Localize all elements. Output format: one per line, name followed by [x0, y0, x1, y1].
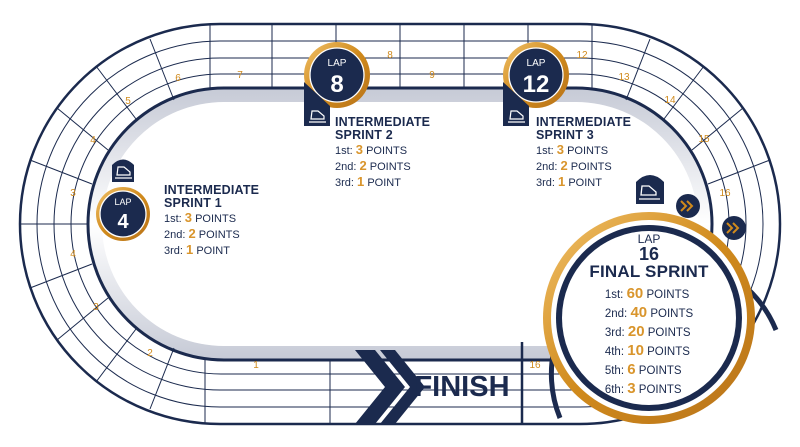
lane-number-left-3b: 3	[93, 302, 99, 313]
sprint-1-title-line2: SPRINT 1	[164, 195, 222, 210]
sprint-2-panel: INTERMEDIATE SPRINT 2 1st: 3 POINTS 2nd:…	[335, 116, 430, 189]
final-sprint-badge	[543, 175, 779, 424]
sprint-3-row-3rd: 3rd: 1 POINT	[536, 174, 602, 189]
lane-number-top-6: 6	[175, 73, 181, 84]
sprint-1-row-2nd: 2nd: 2 POINTS	[164, 226, 240, 241]
final-lap-word: LAP	[637, 232, 661, 246]
final-sprint-title: FINAL SPRINT	[589, 262, 709, 281]
lap-4-badge: LAP 4	[96, 159, 150, 241]
final-row-4th: 4th: 10 POINTS	[604, 341, 690, 359]
lap-8-badge: LAP 8	[304, 42, 370, 126]
lane-number-left-2: 2	[147, 348, 153, 359]
final-row-1st: 1st: 60 POINTS	[604, 284, 690, 302]
final-row-6th: 6th: 3 POINTS	[604, 379, 682, 397]
lap-8-number: 8	[330, 71, 343, 98]
lap-4-word: LAP	[114, 197, 131, 207]
lane-number-left-4a: 4	[90, 135, 96, 146]
lane-number-top-16: 16	[719, 188, 731, 199]
chevron-right-icon	[726, 222, 740, 234]
sprint-3-title-line1: INTERMEDIATE	[536, 115, 632, 129]
final-row-5th: 5th: 6 POINTS	[604, 360, 682, 378]
sprint-1-row-3rd: 3rd: 1 POINT	[164, 242, 230, 257]
left-curve-lines	[20, 38, 175, 410]
lane-number-left-4b: 4	[70, 249, 76, 260]
sprint-1-panel: INTERMEDIATE SPRINT 1 1st: 3 POINTS 2nd:…	[164, 184, 259, 257]
sprint-1-title-line1: INTERMEDIATE	[164, 183, 260, 197]
lane-number-top-5: 5	[125, 96, 131, 107]
lane-number-bottom-1: 1	[253, 360, 259, 371]
sprint-2-row-3rd: 3rd: 1 POINT	[335, 174, 401, 189]
sprint-2-row-2nd: 2nd: 2 POINTS	[335, 158, 411, 173]
skate-icon	[508, 110, 525, 123]
lane-number-top-13: 13	[618, 72, 630, 83]
lane-number-bottom-16: 16	[529, 360, 541, 371]
sprint-2-row-1st: 1st: 3 POINTS	[335, 142, 408, 157]
finish-chevrons	[355, 350, 425, 424]
final-sprint-panel: LAP 16 FINAL SPRINT 1st: 60 POINTS 2nd: …	[579, 233, 719, 399]
sprint-1-row-1st: 1st: 3 POINTS	[164, 210, 237, 225]
sprint-2-title-line2: SPRINT 2	[335, 127, 393, 142]
lane-number-top-8: 8	[387, 50, 393, 61]
sprint-3-panel: INTERMEDIATE SPRINT 3 1st: 3 POINTS 2nd:…	[536, 116, 631, 189]
skate-icon	[115, 166, 132, 179]
lap-12-word: LAP	[527, 58, 546, 69]
final-row-3rd: 3rd: 20 POINTS	[604, 322, 691, 340]
final-row-2nd: 2nd: 40 POINTS	[604, 303, 694, 321]
lane-number-top-14: 14	[664, 95, 676, 106]
sprint-2-title-line1: INTERMEDIATE	[335, 115, 431, 129]
right-curve-lines	[625, 38, 771, 185]
sprint-3-row-1st: 1st: 3 POINTS	[536, 142, 609, 157]
lane-number-top-15: 15	[698, 134, 710, 145]
chevron-right-icon	[680, 200, 694, 212]
lane-number-top-12: 12	[576, 50, 588, 61]
lane-number-left-3a: 3	[70, 188, 76, 199]
bottom-segment-lines	[204, 342, 524, 424]
skate-icon	[309, 110, 326, 123]
sprint-3-row-2nd: 2nd: 2 POINTS	[536, 158, 612, 173]
sprint-3-title-line2: SPRINT 3	[536, 127, 594, 142]
lap-4-number: 4	[117, 211, 129, 233]
lap-8-word: LAP	[328, 58, 347, 69]
final-lap-number: 16	[638, 244, 660, 264]
lane-number-top-9: 9	[429, 70, 435, 81]
lap-12-badge: LAP 12	[503, 42, 569, 126]
lane-number-top-7: 7	[237, 70, 243, 81]
skate-icon	[639, 185, 660, 200]
lap-12-number: 12	[523, 71, 550, 98]
finish-label: FINISH	[414, 371, 509, 403]
